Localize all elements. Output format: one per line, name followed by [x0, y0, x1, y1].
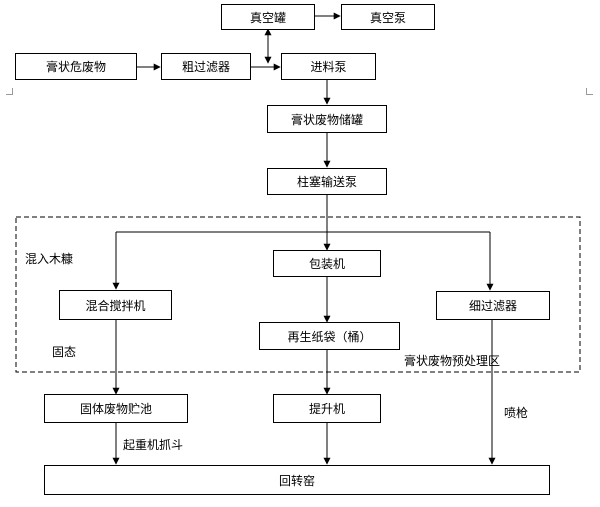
- rotary-kiln-box: 回转窑: [44, 465, 550, 495]
- crane-grab-label: 起重机抓斗: [123, 438, 184, 452]
- mix-sawdust-label: 混入木糠: [25, 252, 74, 266]
- mixer-box: 混合搅拌机: [59, 290, 172, 320]
- solid-storage-pit-box: 固体废物贮池: [44, 394, 188, 423]
- packing-machine-box: 包装机: [273, 250, 381, 277]
- page-corner-mark-left: [6, 88, 13, 95]
- paste-waste-box: 膏状危废物: [15, 53, 137, 80]
- pretreatment-zone-label: 膏状废物预处理区: [404, 354, 501, 368]
- page-corner-mark-right: [586, 88, 593, 95]
- recycled-bag-box: 再生纸袋（桶）: [259, 322, 400, 350]
- spray-gun-label: 喷枪: [504, 406, 529, 420]
- plunger-pump-box: 柱塞输送泵: [267, 168, 387, 195]
- pretreatment-zone-border: [15, 216, 581, 373]
- vacuum-pump-box: 真空泵: [341, 4, 435, 30]
- elevator-box: 提升机: [273, 394, 381, 423]
- solid-state-label: 固态: [52, 345, 77, 359]
- vacuum-tank-box: 真空罐: [221, 4, 315, 30]
- coarse-filter-box: 粗过滤器: [161, 53, 251, 80]
- fine-filter-box: 细过滤器: [436, 291, 550, 320]
- feed-pump-box: 进料泵: [281, 53, 376, 80]
- paste-storage-tank-box: 膏状废物储罐: [267, 105, 387, 133]
